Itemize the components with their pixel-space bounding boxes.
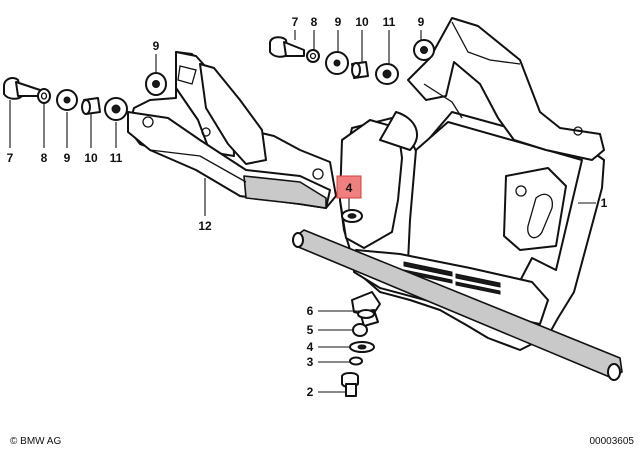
callout-8-left: 8 [41, 151, 48, 165]
callout-7-left: 7 [7, 151, 14, 165]
callout-9-left-upper: 9 [153, 39, 160, 53]
left-fastener-stack [3, 72, 167, 121]
left-bracket [127, 51, 337, 209]
copyright-text: © BMW AG [10, 436, 62, 447]
callout-2: 2 [307, 385, 314, 399]
highlight-box [336, 175, 362, 199]
callout-11-left: 11 [110, 151, 123, 165]
lower-fastener-stack [341, 209, 379, 397]
callout-6: 6 [307, 304, 314, 318]
callout-9-right: 9 [335, 15, 342, 29]
callout-7-right: 7 [292, 15, 299, 29]
callout-9-left: 9 [64, 151, 71, 165]
callout-8-right: 8 [311, 15, 318, 29]
image-number: 00003605 [589, 436, 635, 447]
callout-12: 12 [198, 219, 212, 233]
callout-11-right: 11 [383, 15, 396, 29]
leader-lines [9, 30, 596, 393]
main-bracket [292, 17, 623, 381]
callout-3: 3 [307, 355, 314, 369]
callout-4-highlighted: 4 [346, 181, 353, 195]
right-fastener-stack [269, 36, 435, 85]
callout-labels: 7 8 9 10 11 9 12 7 8 9 10 11 9 1 4 6 5 4… [7, 15, 608, 399]
callout-9-right-upper: 9 [418, 15, 425, 29]
callout-5: 5 [307, 323, 314, 337]
callout-1: 1 [601, 196, 608, 210]
callout-10-right: 10 [355, 15, 369, 29]
callout-4-lower: 4 [307, 340, 314, 354]
callout-10-left: 10 [84, 151, 98, 165]
